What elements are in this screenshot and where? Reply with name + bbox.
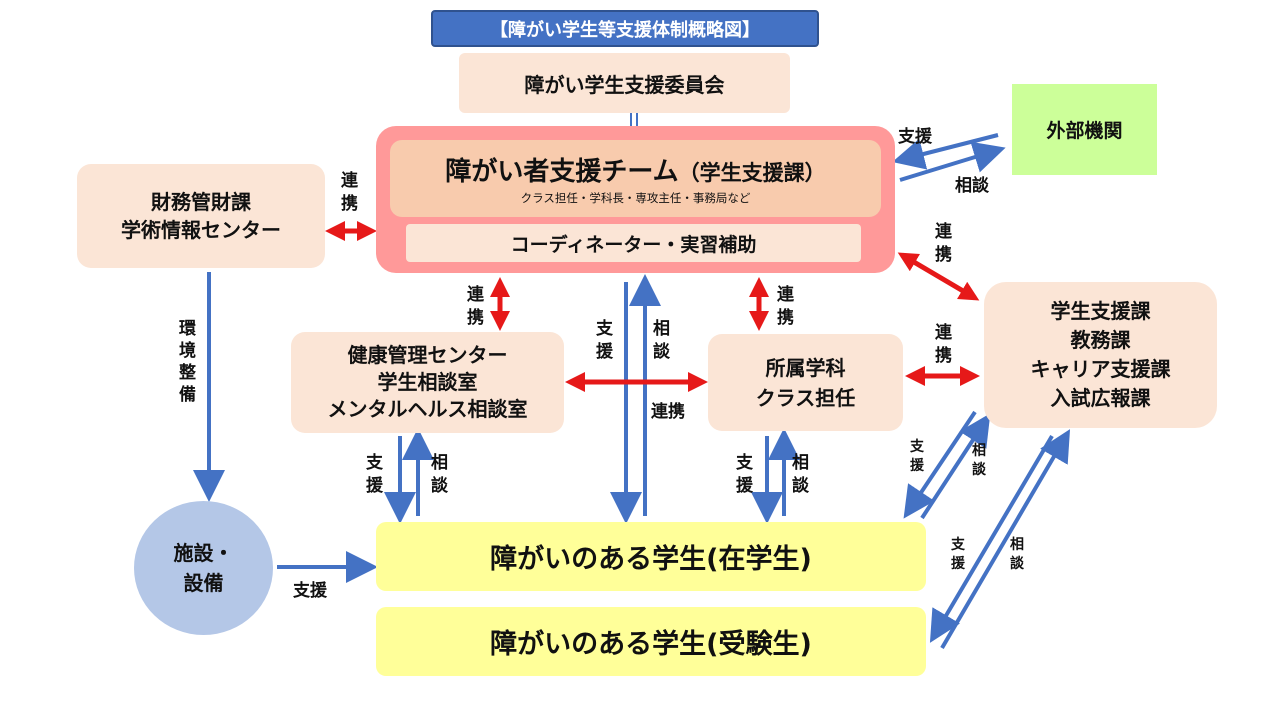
health-student-support-label: 支援 (366, 453, 383, 496)
health-center-box: 健康管理センター 学生相談室 メンタルヘルス相談室 (291, 332, 564, 433)
facility-circle: 施設・ 設備 (134, 501, 273, 635)
external-support-label: 支援 (898, 127, 932, 147)
offices-applicant-support-label: 支援 (951, 537, 965, 572)
offices-applicant-consult-arrow (940, 429, 1071, 650)
offices-enrolled-consult-label: 相談 (972, 443, 986, 478)
dept-student-support-label: 支援 (736, 453, 753, 496)
student-enrolled-box: 障がいのある学生(在学生) (376, 522, 926, 591)
offices-applicant-support-arrow (929, 434, 1054, 643)
offices-applicant-consult-label: 相談 (1010, 537, 1024, 572)
coordinator-box: コーディネーター・実習補助 (406, 224, 861, 262)
committee-box: 障がい学生支援委員会 (459, 53, 790, 113)
offices-enrolled-support-label: 支援 (910, 439, 924, 474)
team-offices-collab-arrow (897, 252, 980, 301)
team-student-support-label: 支援 (596, 319, 613, 362)
offices-enrolled-consult-arrow (920, 413, 991, 520)
team-offices-collab-label: 連携 (935, 222, 952, 265)
department-box: 所属学科 クラス担任 (708, 334, 903, 431)
health-student-consult-label: 相談 (431, 453, 448, 496)
external-support-arrow (892, 133, 999, 170)
dept-student-consult-label: 相談 (792, 453, 809, 496)
support-team-title: 障がい者支援チーム（学生支援課） (445, 157, 826, 187)
student-applicant-box: 障がいのある学生(受験生) (376, 607, 926, 676)
offices-box: 学生支援課 教務課 キャリア支援課 入試広報課 (984, 282, 1217, 428)
external-box: 外部機関 (1012, 84, 1157, 175)
environment-label: 環 境 整 備 (179, 319, 196, 406)
finance-box: 財務管財課 学術情報センター (77, 164, 325, 268)
team-health-collab-label: 連携 (467, 285, 484, 328)
facility-support-label: 支援 (293, 581, 327, 601)
support-team-inner: 障がい者支援チーム（学生支援課） クラス担任・学科長・専攻主任・事務局など (390, 140, 881, 217)
diagram-title: 【障がい学生等支援体制概略図】 (431, 10, 819, 47)
external-consult-label: 相談 (955, 176, 989, 196)
finance-collab-label: 連携 (341, 171, 358, 214)
health-dept-collab-label: 連携 (651, 402, 685, 422)
team-student-consult-label: 相談 (653, 319, 670, 362)
dept-offices-collab-label: 連携 (935, 323, 952, 366)
support-team-members: クラス担任・学科長・専攻主任・事務局など (520, 191, 751, 205)
team-dept-collab-label: 連携 (777, 285, 794, 328)
external-consult-arrow (899, 141, 1006, 182)
